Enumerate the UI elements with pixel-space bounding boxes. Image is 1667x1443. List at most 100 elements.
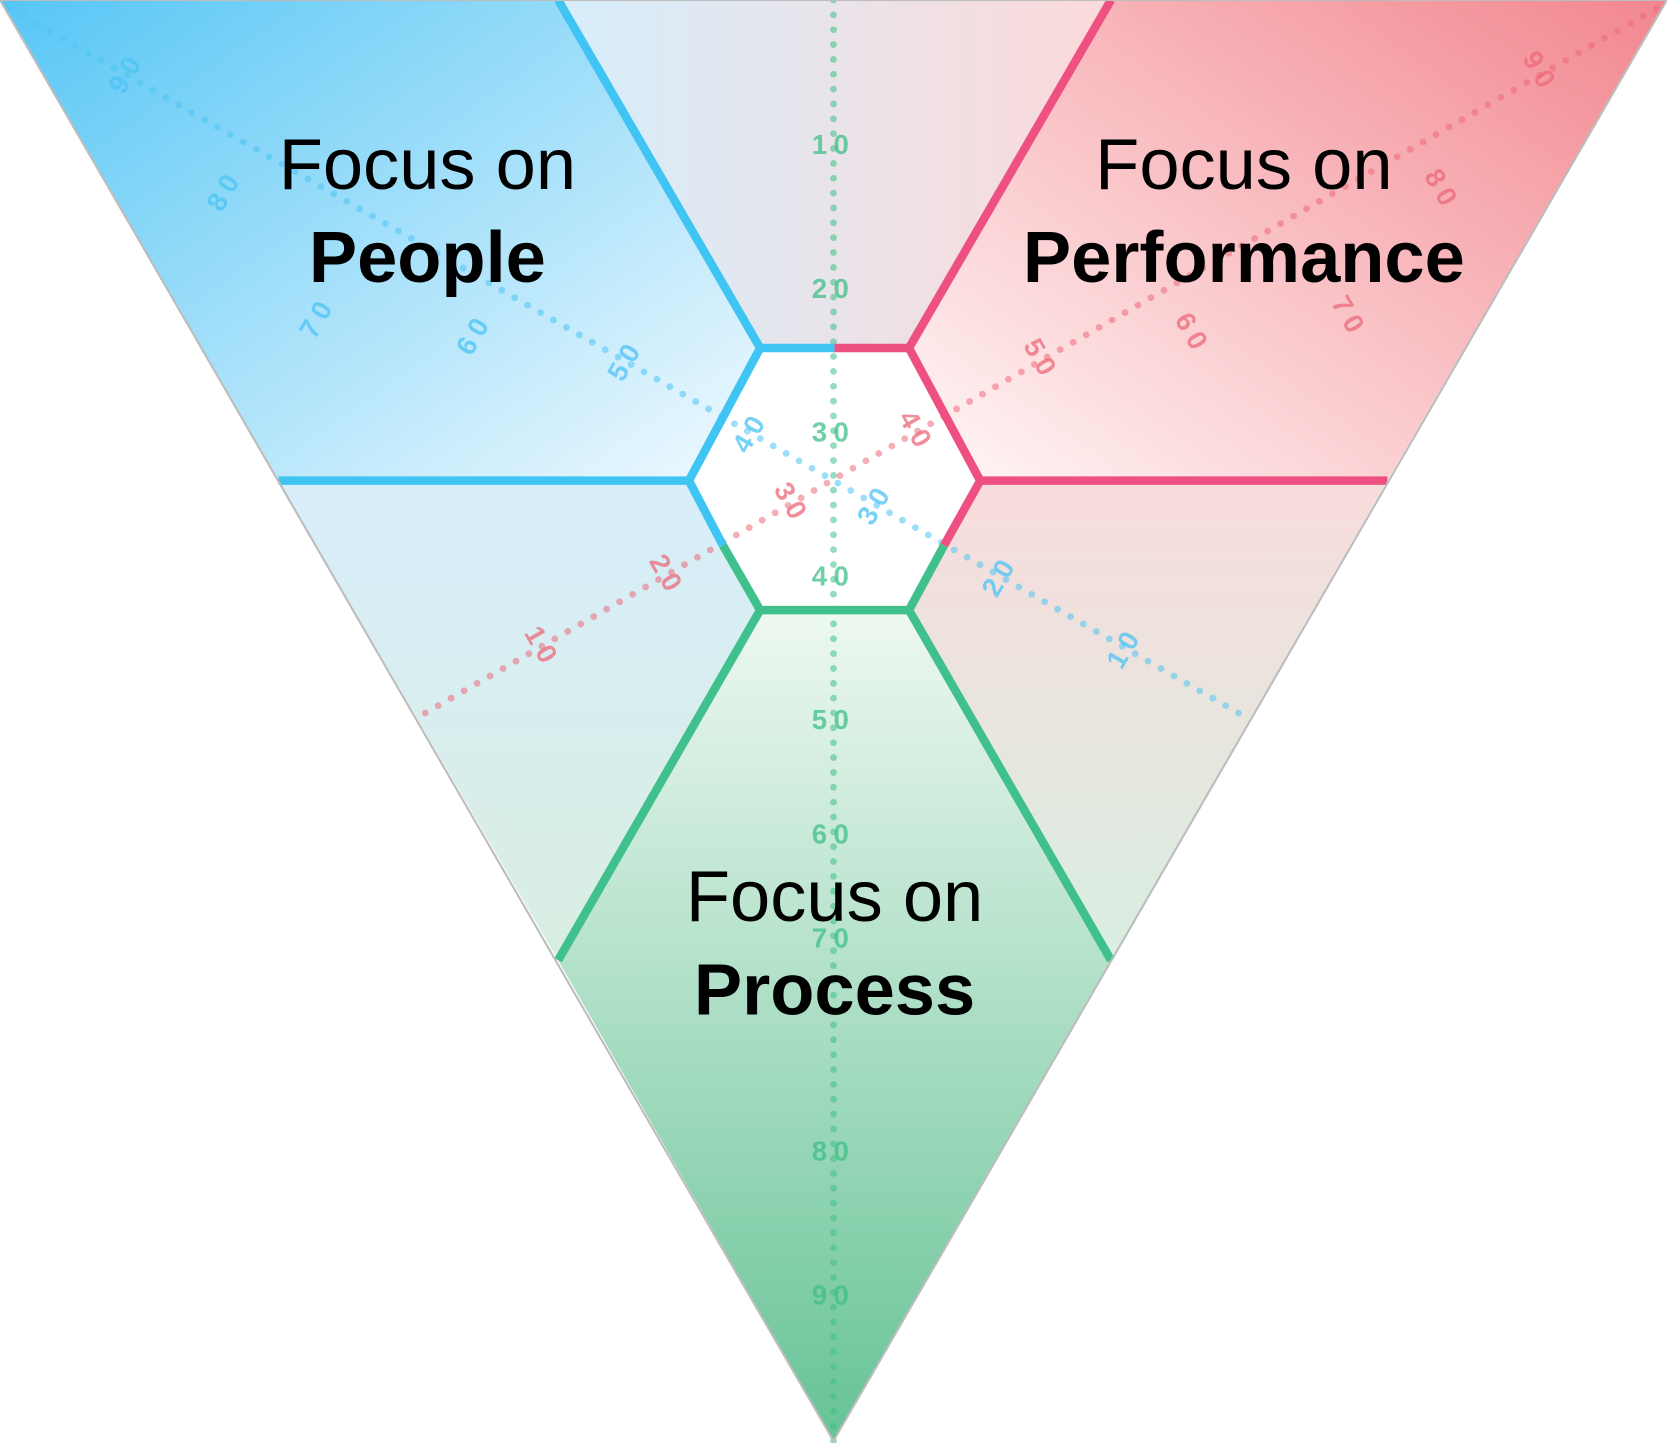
process-axis-dot — [830, 739, 837, 747]
process-axis-dot — [830, 26, 837, 34]
people-axis-dot — [1131, 650, 1139, 658]
performance-axis-dot — [1614, 27, 1621, 35]
process-axis-dot — [830, 1259, 837, 1267]
performance-axis-dot — [992, 383, 999, 391]
people-axis-dot — [162, 94, 170, 101]
performance-axis-dot — [1510, 86, 1518, 94]
people-axis-dot — [459, 264, 467, 272]
process-axis-dot — [830, 575, 837, 583]
performance-axis-dot — [1627, 19, 1634, 27]
performance-axis-dot — [1471, 108, 1479, 116]
process-label: Process — [694, 950, 975, 1030]
performance-axis-dot — [927, 420, 935, 428]
process-axis-dot — [830, 1110, 837, 1118]
performance-axis-dot — [1484, 101, 1492, 109]
people-performance-region — [558, 0, 1111, 349]
process-axis-dot — [830, 769, 837, 776]
performance-axis-dot — [1264, 227, 1271, 235]
performance-axis-dot — [1406, 145, 1414, 153]
process-axis-dot — [830, 308, 837, 316]
process-axis-dot — [830, 1140, 837, 1148]
performance-axis-dot — [1017, 368, 1025, 376]
people-axis-dot — [989, 568, 997, 576]
process-axis-dot — [830, 679, 837, 687]
people-axis-dot — [136, 79, 144, 87]
performance-axis-dot — [706, 546, 714, 554]
people-axis-dot — [808, 464, 816, 472]
performance-axis-dot — [1277, 220, 1284, 227]
process-axis-dot — [830, 1199, 837, 1207]
people-axis-dot — [58, 34, 66, 42]
process-axis-dot — [830, 887, 837, 895]
people-axis-dot — [963, 553, 971, 561]
people-label-prefix: Focus on — [279, 125, 576, 205]
people-axis-dot — [20, 12, 27, 20]
performance-axis-dot — [616, 598, 624, 606]
process-axis-dot — [830, 278, 837, 286]
process-axis-dot — [830, 1184, 837, 1192]
process-axis-dot — [830, 620, 837, 628]
performance-axis-dot — [538, 642, 546, 650]
people-axis-dot — [1222, 702, 1230, 709]
process-axis-tick-label: 10 — [812, 129, 856, 160]
process-axis-dot — [830, 219, 837, 227]
performance-axis-dot — [460, 687, 468, 695]
people-axis-dot — [214, 123, 221, 131]
people-axis-dot — [1170, 672, 1178, 680]
people-axis-dot — [950, 546, 958, 554]
people-label: People — [309, 218, 546, 298]
people-axis-dot — [782, 450, 790, 457]
people-axis-dot — [1196, 687, 1204, 695]
process-axis-tick-label: 20 — [812, 273, 856, 304]
process-axis-tick-label: 90 — [812, 1279, 856, 1310]
people-axis-dot — [1054, 605, 1062, 613]
performance-axis-dot — [966, 398, 973, 405]
process-axis-dot — [830, 486, 837, 494]
performance-axis-dot — [1445, 123, 1453, 131]
process-axis-dot — [830, 635, 837, 643]
people-axis-dot — [1235, 709, 1242, 717]
people-axis-dot — [252, 145, 260, 153]
people-axis-dot — [886, 509, 893, 517]
performance-axis-dot — [1341, 183, 1349, 190]
process-axis-dot — [830, 1407, 837, 1415]
people-axis-dot — [1118, 642, 1126, 650]
people-axis-dot — [692, 398, 700, 405]
process-axis-dot — [830, 1021, 837, 1029]
performance-axis-dot — [1549, 64, 1557, 72]
performance-axis-dot — [1186, 272, 1194, 279]
people-axis-dot — [1183, 679, 1191, 687]
people-axis-dot — [1209, 694, 1217, 702]
performance-axis-dot — [1640, 12, 1647, 20]
performance-axis-dot — [1095, 323, 1103, 331]
performance-axis-dot — [1652, 5, 1660, 12]
performance-axis-dot — [603, 605, 611, 613]
performance-axis-dot — [1432, 131, 1440, 138]
process-axis-dot — [830, 516, 837, 524]
process-axis-tick-label: 80 — [812, 1136, 856, 1167]
people-axis-dot — [601, 346, 609, 354]
performance-axis-dot — [1328, 190, 1336, 198]
people-axis-dot — [743, 427, 751, 435]
process-axis-dot — [830, 367, 837, 375]
performance-axis-dot — [1354, 175, 1362, 183]
performance-axis-dot — [849, 464, 857, 472]
process-axis-dot — [830, 85, 837, 93]
performance-axis-dot — [512, 657, 520, 665]
performance-axis-dot — [1380, 160, 1388, 168]
performance-axis-dot — [810, 487, 818, 494]
people-axis-dot — [239, 138, 247, 146]
process-axis-dot — [830, 1080, 837, 1088]
people-axis-dot — [575, 331, 583, 339]
process-axis-dot — [830, 1348, 837, 1356]
performance-axis-dot — [486, 672, 494, 680]
performance-axis-dot — [1043, 353, 1051, 361]
process-axis-dot — [830, 1318, 837, 1326]
performance-axis-dot — [901, 435, 909, 443]
performance-axis-dot — [1082, 331, 1090, 339]
people-axis-dot — [666, 383, 674, 391]
performance-axis-dot — [758, 516, 766, 524]
people-process-region — [278, 480, 761, 961]
performance-axis-dot — [1290, 212, 1297, 220]
process-axis-dot — [830, 917, 837, 925]
